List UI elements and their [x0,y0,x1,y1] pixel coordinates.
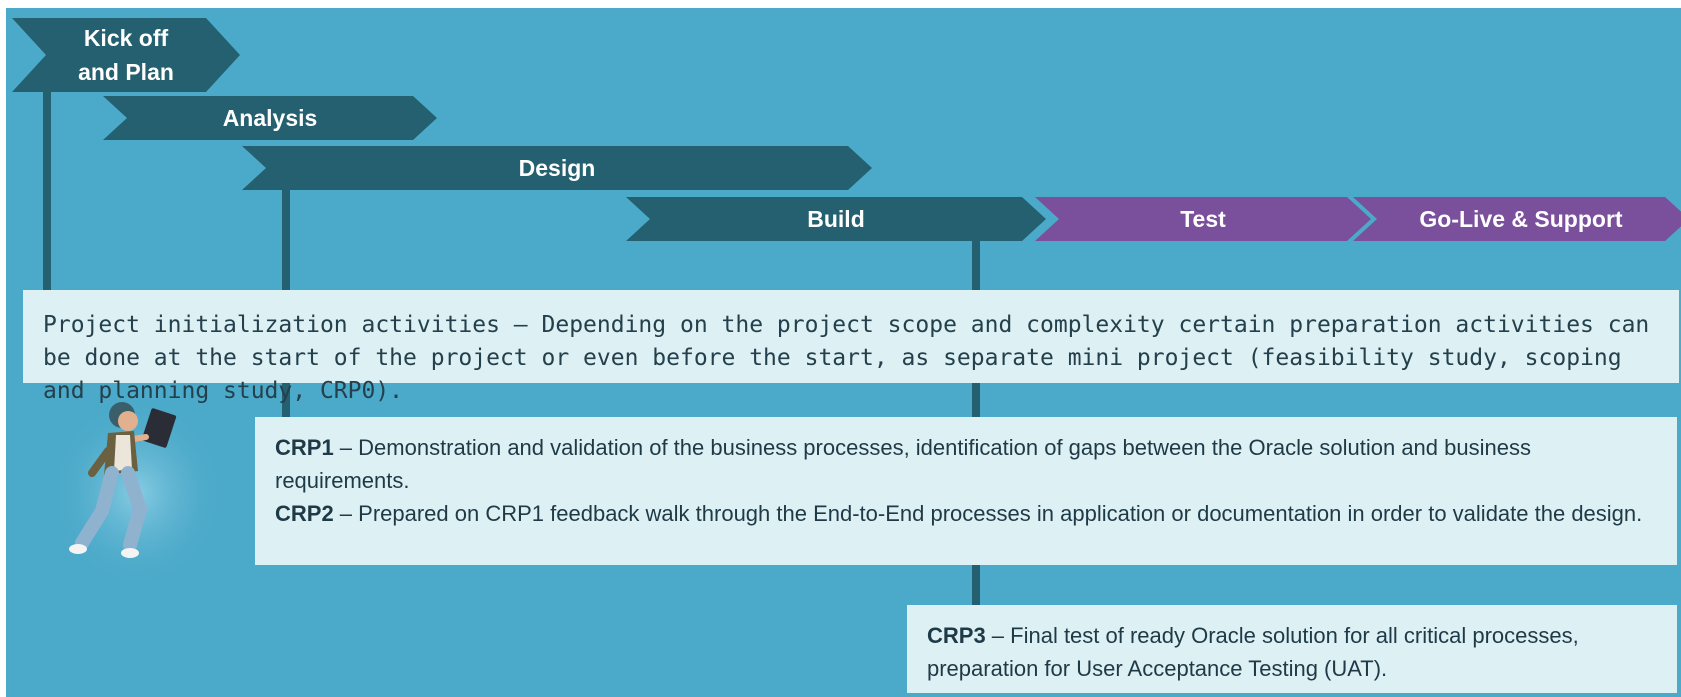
build-crp3-connector-line [972,565,980,607]
crp1-crp2-note: CRP1 – Demonstration and validation of t… [255,417,1677,565]
timeline-diagram: Kick off and Plan Analysis Design Build … [6,8,1681,697]
crp3-note: CRP3 – Final test of ready Oracle soluti… [907,605,1677,693]
phase-golive-label: Go-Live & Support [1419,206,1623,232]
phase-test: Test [1035,197,1371,241]
crp1-label: CRP1 [275,435,334,460]
kickoff-connector-line [43,86,51,292]
phase-golive-support: Go-Live & Support [1353,197,1681,241]
phase-build: Build [626,197,1046,241]
phase-kickoff-label-line1: Kick off [83,25,169,51]
crp2-label: CRP2 [275,501,334,526]
phase-kickoff-and-plan: Kick off and Plan [12,18,240,92]
crp2-text: – Prepared on CRP1 feedback walk through… [333,501,1643,526]
phase-design: Design [242,146,872,190]
phase-design-label: Design [518,155,596,181]
phase-analysis: Analysis [103,96,437,140]
phase-build-label: Build [807,206,865,232]
person-with-laptop-icon [47,395,227,591]
phase-kickoff-label: Kick off and Plan [78,21,174,89]
design-connector-line [282,186,290,292]
phase-kickoff-label-line2: and Plan [78,59,174,85]
crp3-text: – Final test of ready Oracle solution fo… [927,623,1579,681]
project-initialization-text: Project initialization activities – Depe… [43,312,1650,404]
crp1-text: – Demonstration and validation of the bu… [275,435,1531,493]
crp2-paragraph: CRP2 – Prepared on CRP1 feedback walk th… [275,497,1657,530]
build-crp-connector-line [972,383,980,419]
phase-test-label: Test [1180,206,1226,232]
build-connector-line [972,236,980,292]
crp3-label: CRP3 [927,623,986,648]
phase-analysis-label: Analysis [222,105,318,131]
design-crp-connector-line [282,383,290,419]
crp1-paragraph: CRP1 – Demonstration and validation of t… [275,431,1657,497]
project-initialization-note: Project initialization activities – Depe… [23,290,1679,404]
